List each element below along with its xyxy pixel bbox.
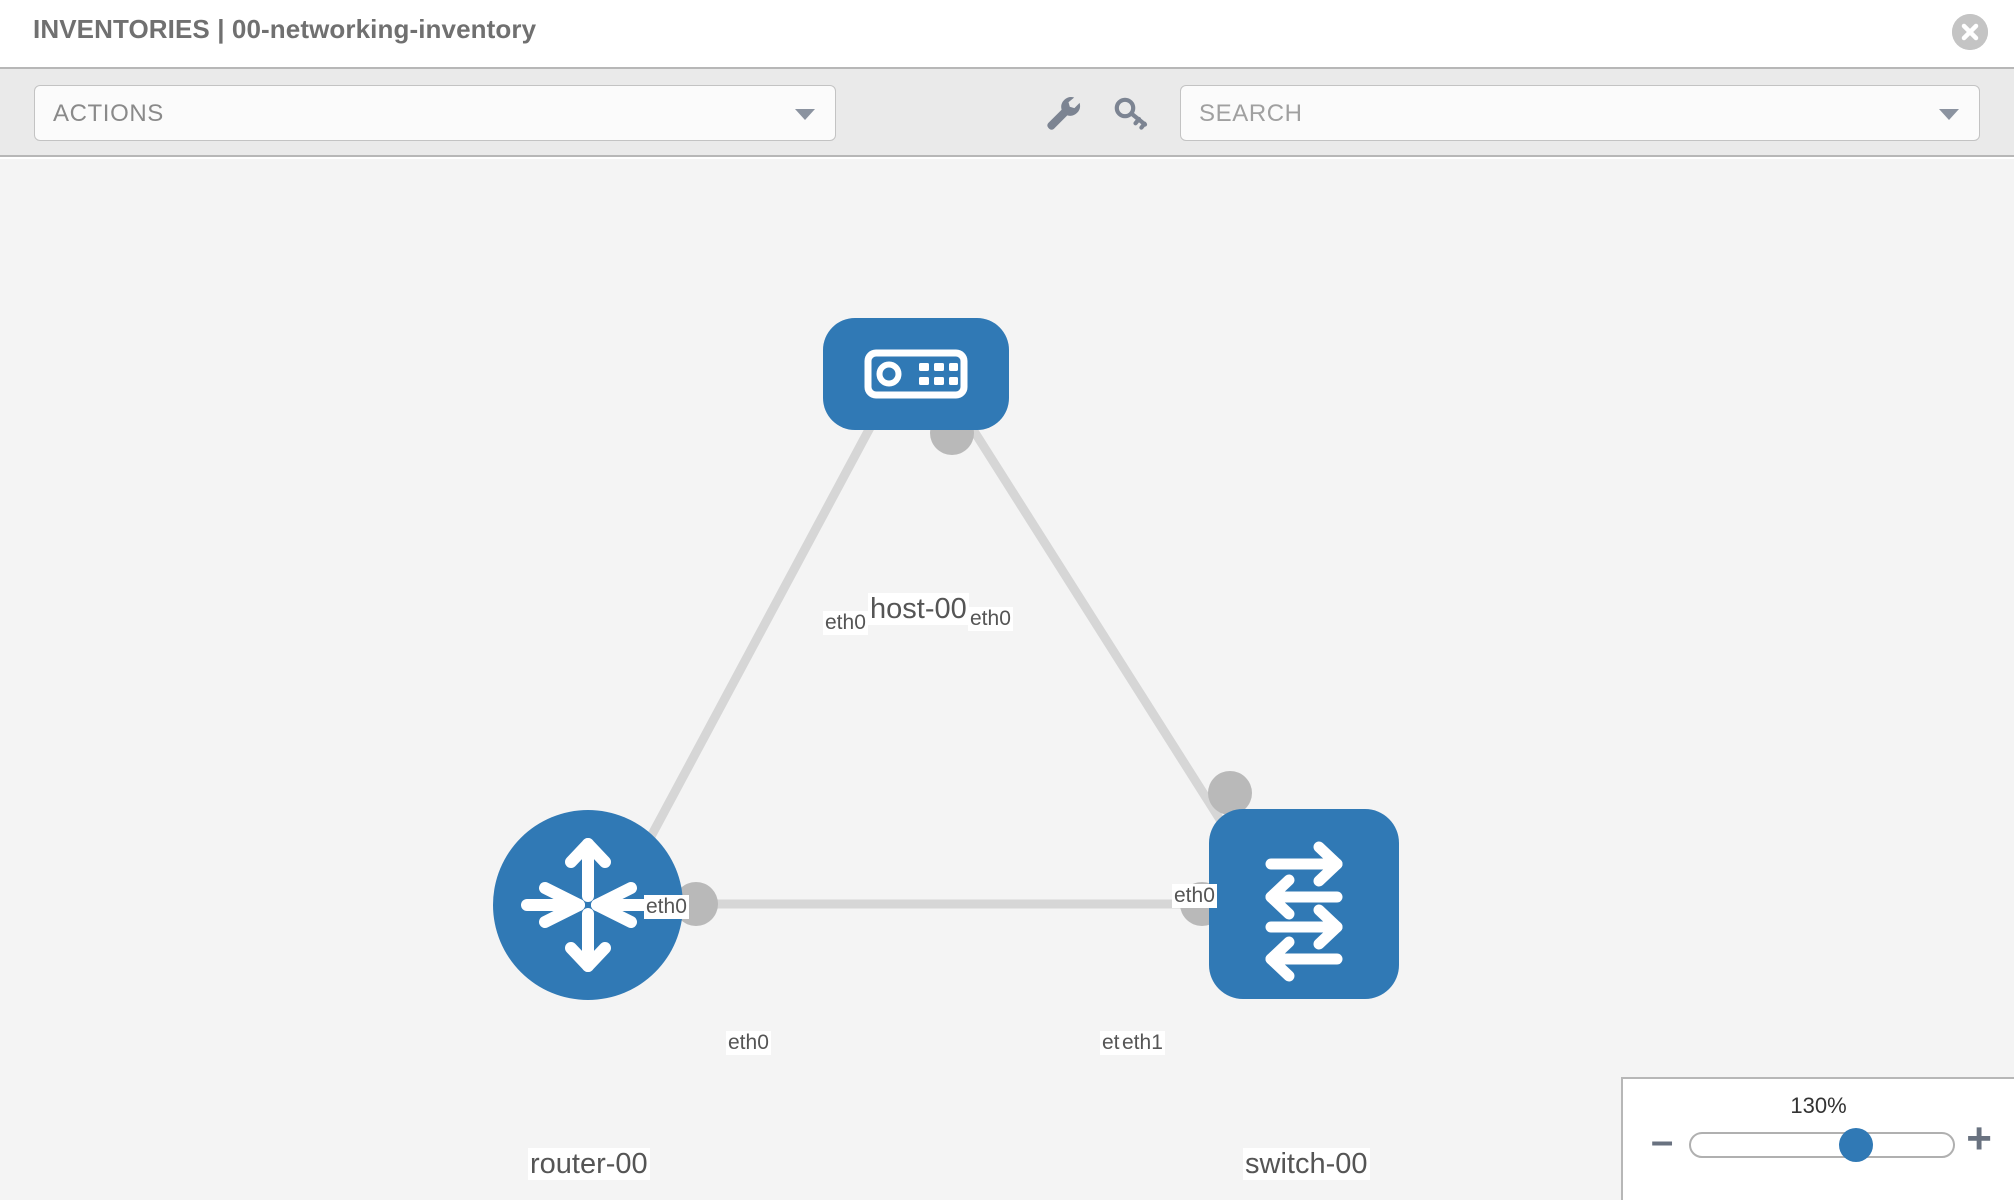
interface-label-router-right: eth0 — [726, 1031, 771, 1056]
interface-label-switch-left: eth1 — [1120, 1031, 1165, 1056]
topology-canvas[interactable]: eth0 host-00 eth0 eth0 eth0 eth0 eth0 et… — [0, 159, 2014, 1200]
page-header: INVENTORIES | 00-networking-inventory — [0, 0, 2014, 69]
page-title: INVENTORIES | 00-networking-inventory — [33, 14, 537, 44]
topology-link-layer — [620, 404, 1250, 909]
zoom-control-panel: 130% – + — [1621, 1077, 2014, 1200]
chevron-down-icon[interactable] — [1939, 109, 1959, 120]
close-icon[interactable] — [1952, 14, 1988, 50]
zoom-slider-thumb[interactable] — [1839, 1128, 1873, 1162]
router-arrows-icon — [521, 838, 655, 972]
node-label-switch-00: switch-00 — [1243, 1148, 1370, 1181]
search-placeholder: SEARCH — [1199, 100, 1303, 127]
interface-label-host-right: eth0 — [968, 607, 1013, 632]
interface-label-switch-upper: eth0 — [1172, 884, 1217, 909]
node-host-00[interactable] — [823, 318, 1009, 430]
node-label-router-00: router-00 — [528, 1148, 650, 1181]
link-host-switch — [955, 404, 1250, 864]
toolbar: ACTIONS SEARCH — [0, 69, 2014, 157]
interface-dot-switch-top[interactable] — [1208, 771, 1252, 815]
key-icon[interactable] — [1110, 91, 1154, 135]
wrench-icon[interactable] — [1041, 91, 1085, 135]
interface-label-host-left: eth0 — [823, 611, 868, 636]
zoom-in-button[interactable]: + — [1966, 1114, 1992, 1163]
zoom-level-value: 130% — [1790, 1093, 1847, 1118]
zoom-slider-track[interactable] — [1689, 1128, 1955, 1162]
chevron-down-icon — [795, 109, 815, 120]
node-router-00[interactable] — [493, 810, 683, 1000]
search-input[interactable]: SEARCH — [1180, 85, 1980, 141]
node-label-host-00: host-00 — [868, 593, 969, 626]
link-host-router — [620, 404, 885, 890]
actions-dropdown-label: ACTIONS — [53, 100, 164, 127]
server-device-icon — [864, 349, 968, 399]
node-switch-00[interactable] — [1209, 809, 1399, 999]
switch-arrows-icon — [1265, 841, 1343, 982]
actions-dropdown[interactable]: ACTIONS — [34, 85, 836, 141]
zoom-out-button[interactable]: – — [1651, 1119, 1674, 1163]
interface-label-router-upper: eth0 — [644, 895, 689, 920]
